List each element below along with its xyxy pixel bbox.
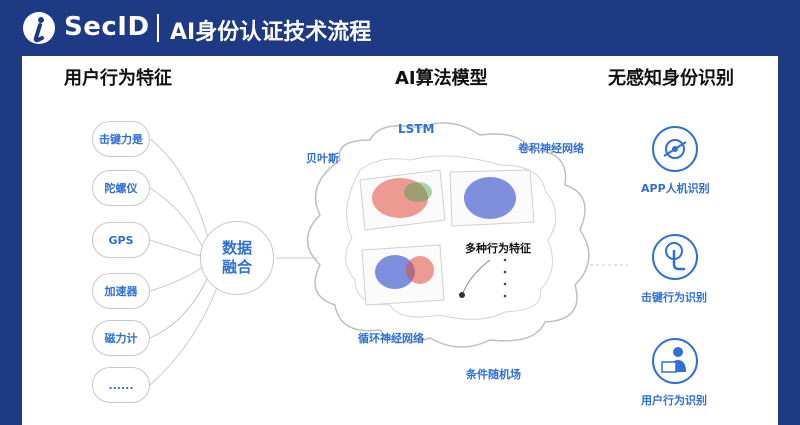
feature-pill-gps: GPS (92, 222, 150, 258)
feature-pill-more: ...... (92, 367, 150, 403)
feature-pill-magnetometer: 磁力计 (92, 320, 150, 356)
section-title-identity: 无感知身份识别 (608, 68, 734, 89)
user-computer-icon (652, 338, 698, 384)
feature-pill-keystroke: 击键力是 (92, 121, 150, 157)
model-label-lstm: LSTM (398, 122, 435, 136)
brand-name: SecID (64, 12, 150, 42)
rnn-plot (361, 244, 445, 306)
touch-icon (652, 234, 698, 280)
face-scan-icon (652, 126, 698, 172)
data-fusion-node: 数据 融合 (200, 221, 274, 295)
fusion-label-line1: 数据 (221, 239, 252, 257)
fusion-label-line2: 融合 (221, 258, 252, 276)
secid-logo-icon (23, 12, 55, 44)
header-divider (157, 14, 159, 42)
output-label-keystroke: 击键行为识别 (641, 291, 707, 304)
output-label-app-detect: APP人机识别 (641, 182, 710, 195)
model-label-crf: 条件随机场 (466, 368, 521, 381)
slide-title: AI身份认证技术流程 (170, 20, 372, 45)
section-title-user-features: 用户行为特征 (64, 68, 172, 89)
model-label-rnn: 循环神经网络 (358, 332, 424, 345)
model-label-bayes: 贝叶斯 (306, 152, 339, 165)
bayes-plot (359, 169, 446, 231)
model-label-multi-features: 多种行为特征 (465, 242, 531, 255)
feature-pill-gyroscope: 陀螺仪 (92, 170, 150, 206)
header-bar: SecID AI身份认证技术流程 (0, 0, 800, 56)
feature-pill-accelerometer: 加速器 (92, 273, 150, 309)
section-title-ai-model: AI算法模型 (395, 68, 488, 89)
cnn-plot (449, 169, 535, 227)
output-label-user-behavior: 用户行为识别 (641, 394, 707, 407)
model-label-cnn: 卷积神经网络 (518, 142, 584, 155)
